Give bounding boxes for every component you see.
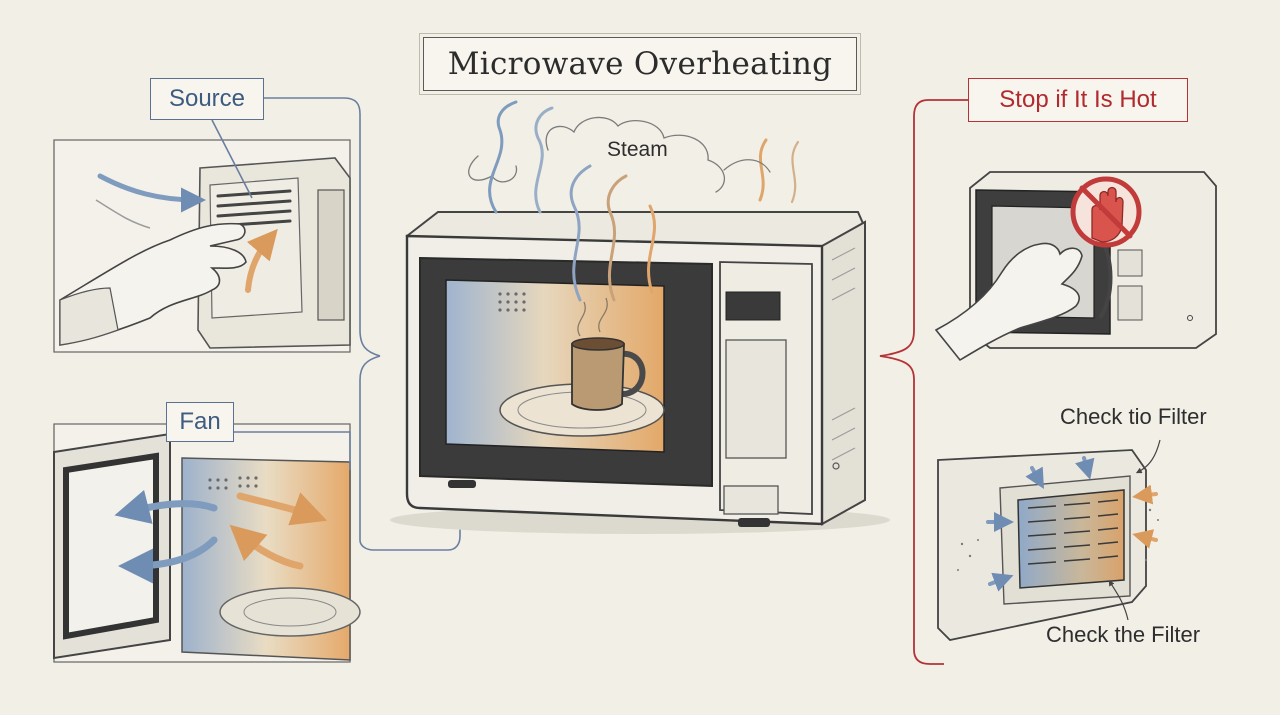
- steam-label: Steam: [607, 138, 668, 161]
- stop-panel: [934, 171, 1217, 362]
- fan-panel: [53, 423, 361, 663]
- filter-panel: [937, 439, 1161, 641]
- page-title: Microwave Overheating: [423, 37, 857, 91]
- microwave-main: [390, 211, 890, 534]
- stop-connector: [879, 99, 968, 665]
- stop-label: Stop if It Is Hot: [968, 78, 1188, 122]
- hand-icon: [59, 222, 247, 346]
- fan-label: Fan: [166, 402, 234, 442]
- check-filter-bottom-label: Check the Filter: [1046, 622, 1201, 647]
- source-label: Source: [150, 78, 264, 120]
- check-filter-top-label: Check tio Filter: [1060, 404, 1207, 429]
- hand-icon: [934, 242, 1083, 362]
- mug-icon: [571, 337, 646, 411]
- source-panel: [53, 139, 351, 353]
- steam-plumes: [468, 100, 800, 302]
- no-hand-stop-icon: [1070, 176, 1142, 248]
- source-connector: [211, 97, 461, 551]
